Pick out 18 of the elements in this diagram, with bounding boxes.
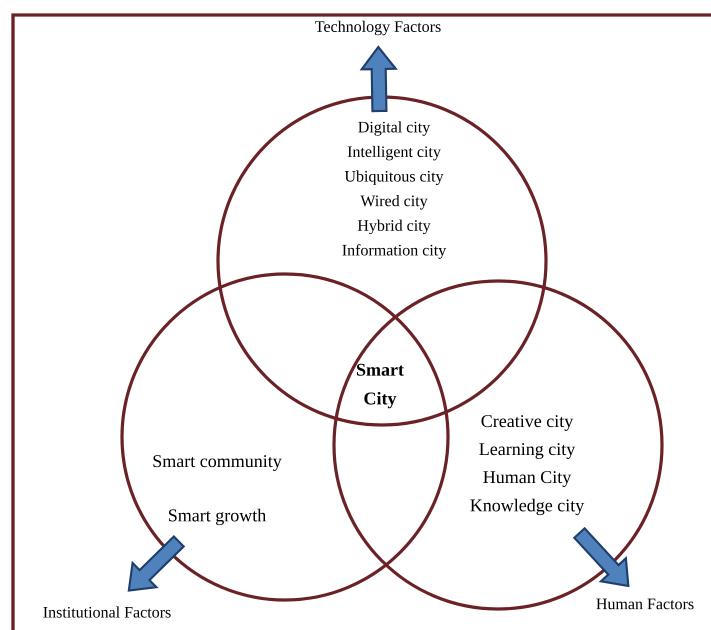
node-label: Ubiquitous city: [344, 170, 444, 185]
node-label: Hybrid city: [358, 220, 431, 234]
circle-text: Digital city Intelligent city Ubiquitous city Wired city Hybrid city Information city: [342, 121, 446, 259]
factor-label: Technology Factors: [315, 20, 441, 36]
node-label: Creative city: [482, 415, 574, 431]
circle-text: Creative city Learning city Human City Knowledge city: [470, 415, 584, 516]
factor-label: Institutional Factors: [43, 606, 171, 618]
factor-label: Human Factors: [596, 598, 694, 610]
node-label: Wired city: [360, 195, 428, 210]
center-label: Smart City: [356, 364, 404, 408]
node-label: Knowledge city: [470, 498, 584, 516]
node-label: Learning city: [479, 443, 576, 459]
node-label: Human City: [483, 471, 572, 487]
node-label: Digital city: [358, 121, 430, 136]
node-label: Intelligent city: [348, 146, 441, 160]
block-arrow: [360, 45, 398, 112]
node-label: Information city: [342, 244, 446, 259]
circle-text: Smart community Smart growth: [153, 455, 282, 526]
